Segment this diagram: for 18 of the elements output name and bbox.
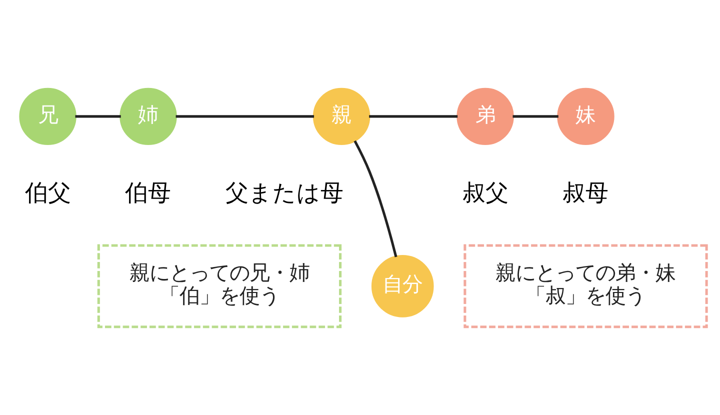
node-box: 親にとっての兄・姉 「伯」を使う xyxy=(97,244,342,328)
node-label: 叔母 xyxy=(562,180,609,206)
node-label: 父または母 xyxy=(225,180,344,206)
node-circle: 親 xyxy=(312,87,370,145)
node-circle: 妹 xyxy=(557,87,614,145)
node-label: 伯母 xyxy=(125,180,172,206)
connector xyxy=(354,140,398,257)
connector xyxy=(75,114,121,118)
node-box: 親にとっての弟・妹 「叔」を使う xyxy=(464,244,708,328)
node-circle: 兄 xyxy=(19,87,76,145)
node-label: 叔父 xyxy=(462,180,508,206)
node-circle: 姉 xyxy=(120,87,177,145)
node-label: 伯父 xyxy=(24,180,71,206)
node-circle: 自分 xyxy=(371,254,434,317)
connector xyxy=(369,114,458,118)
connector xyxy=(176,114,314,118)
connector xyxy=(512,114,558,118)
node-circle: 弟 xyxy=(456,87,514,145)
